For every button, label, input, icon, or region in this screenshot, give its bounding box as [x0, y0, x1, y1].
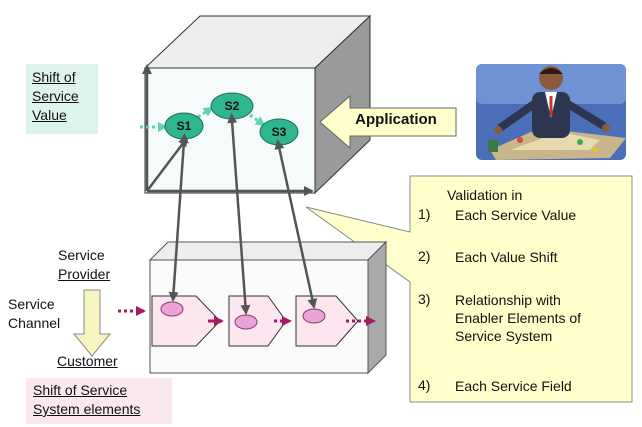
node-s3-label: S3 — [271, 125, 287, 139]
service-channel-arrow — [72, 289, 112, 357]
value-cube — [143, 14, 372, 195]
validation-title: Validation in — [447, 187, 523, 203]
validation-item-4-number: 4) — [418, 377, 431, 393]
system-flow-arrows — [118, 306, 376, 326]
shift-system-background — [26, 378, 172, 424]
node-s1-label: S1 — [176, 119, 192, 133]
validation-item-2-text: Each Value Shift — [455, 249, 558, 265]
application-label: Application — [355, 111, 437, 128]
application-arrow — [319, 94, 457, 150]
validation-callout — [305, 175, 633, 403]
shift-of-service-value-label: Shift of Service Value — [32, 69, 79, 123]
service-channel-label: Service Channel — [8, 296, 61, 331]
element-pentagon-1 — [151, 295, 221, 347]
service-provider-label-line1: Service — [58, 247, 105, 263]
service-provider-label-line2: Provider — [58, 266, 111, 282]
validation-item-1-text: Each Service Value — [455, 207, 577, 223]
value-shift-arrows — [140, 106, 266, 132]
validation-item-2-number: 2) — [418, 248, 431, 264]
person-illustration-icon — [476, 64, 626, 160]
relationship-arrows — [168, 113, 318, 315]
validation-item-4-text: Each Service Field — [455, 378, 572, 394]
shift-of-system-elements-label: Shift of Service System elements — [33, 382, 141, 417]
validation-item-3-number: 3) — [418, 291, 431, 307]
node-s2-label: S2 — [224, 99, 240, 113]
shift-value-background — [26, 64, 98, 134]
customer-label: Customer — [57, 353, 118, 369]
validation-item-3-text: Relationship with Enabler Elements of Se… — [455, 292, 582, 344]
validation-item-1-number: 1) — [418, 206, 431, 222]
